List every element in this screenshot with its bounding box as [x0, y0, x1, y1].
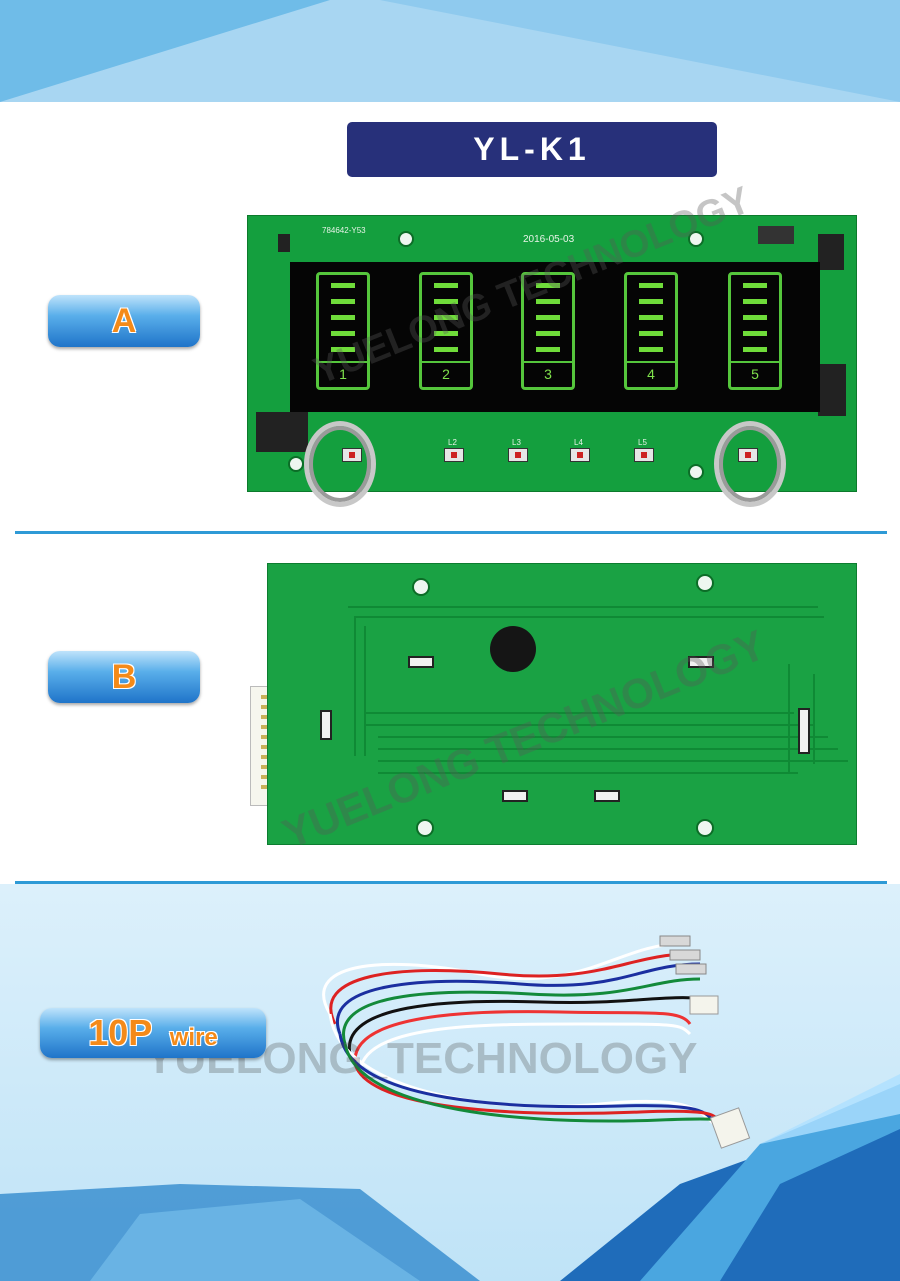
chip [256, 412, 308, 452]
switch-pad [594, 790, 620, 802]
section-divider [15, 881, 887, 884]
background-shapes [0, 1074, 900, 1281]
mount-hole [288, 456, 304, 472]
mount-hole [412, 578, 430, 596]
led-label: L5 [638, 438, 647, 447]
led-label: L4 [574, 438, 583, 447]
model-title: YL-K1 [347, 122, 717, 177]
battery-bay-3: 3 [521, 272, 575, 390]
chip [278, 234, 290, 252]
bay-number: 3 [544, 366, 552, 382]
label-a-text: A [111, 302, 137, 340]
battery-bay-5: 5 [728, 272, 782, 390]
section-divider [15, 531, 887, 534]
led-indicator [570, 448, 590, 462]
label-wire-main: 10P [88, 1012, 153, 1053]
battery-bay-4: 4 [624, 272, 678, 390]
buzzer [490, 626, 536, 672]
chip [758, 226, 794, 244]
led-indicator [634, 448, 654, 462]
bay-number: 1 [339, 366, 347, 382]
mount-hole [696, 574, 714, 592]
label-b-text: B [111, 658, 137, 696]
chip [818, 234, 844, 270]
mount-hole [398, 231, 414, 247]
bay-number: 2 [442, 366, 450, 382]
board-b-image: YUELONG TECHNOLOGY [267, 563, 857, 858]
top-banner [0, 0, 900, 102]
led-label: L2 [448, 438, 457, 447]
mount-hole [688, 464, 704, 480]
chip [818, 364, 846, 416]
contact-spring [714, 421, 786, 507]
board-a-image: 784642-Y53 2016-05-03 1 2 3 4 [247, 179, 857, 507]
mount-hole [416, 819, 434, 837]
battery-bay-2: 2 [419, 272, 473, 390]
wire-section-background: YUELONG_TECHNOLOGY [0, 884, 900, 1281]
switch-pad [688, 656, 714, 668]
mount-hole [688, 231, 704, 247]
label-10p-wire: 10P wire [40, 1008, 266, 1058]
mount-hole [696, 819, 714, 837]
bay-number: 5 [751, 366, 759, 382]
bay-number: 4 [647, 366, 655, 382]
board-a-code: 784642-Y53 [322, 226, 366, 235]
wire-harness-image [322, 935, 751, 1149]
battery-bay-1: 1 [316, 272, 370, 390]
led-indicator [444, 448, 464, 462]
switch-pad [408, 656, 434, 668]
led-label: L3 [512, 438, 521, 447]
battery-display: 1 2 3 4 5 [290, 262, 820, 412]
switch-pad [320, 710, 332, 740]
led-indicator [508, 448, 528, 462]
switch-pad [798, 708, 810, 754]
board-a-date: 2016-05-03 [523, 234, 575, 245]
label-a: A [48, 295, 200, 347]
label-b: B [48, 651, 200, 703]
contact-spring [304, 421, 376, 507]
switch-pad [502, 790, 528, 802]
label-wire-suffix: wire [169, 1024, 218, 1051]
